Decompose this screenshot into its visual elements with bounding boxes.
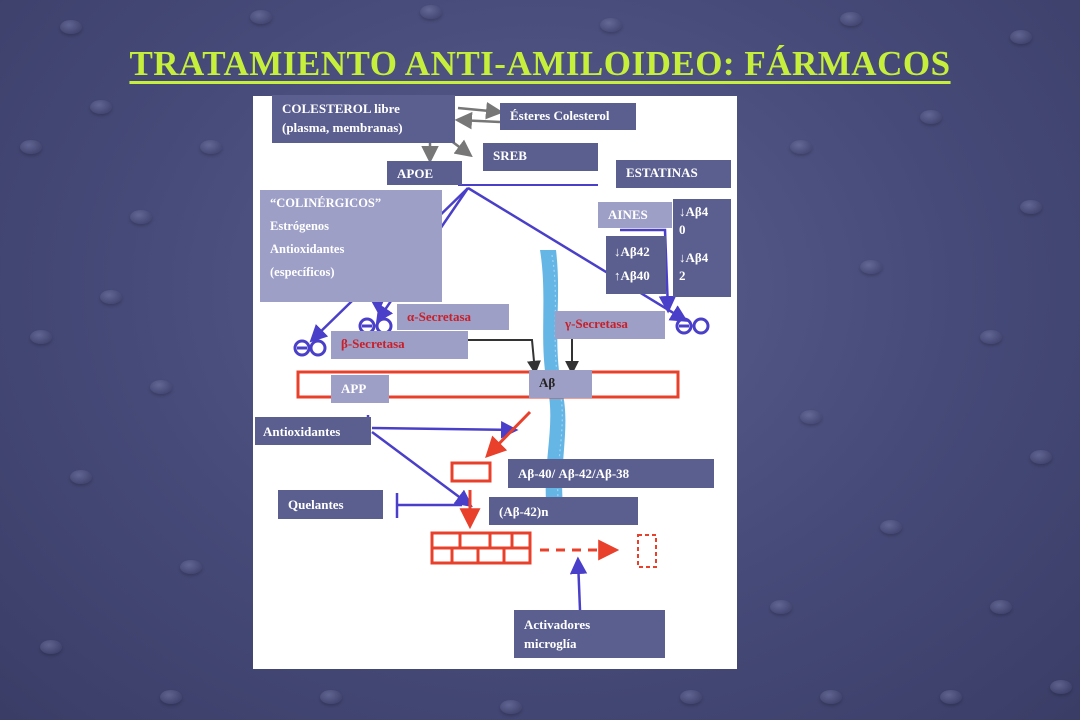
- ab42-down: ↓Aβ42: [614, 244, 650, 259]
- abeta-box: Aβ: [529, 370, 592, 398]
- beta-secretasa-box: β-Secretasa: [331, 331, 468, 359]
- app-protein: [296, 370, 680, 399]
- app-box: APP: [331, 375, 389, 403]
- sreb-box: SREB: [483, 143, 598, 171]
- apoe-box: APOE: [387, 161, 462, 185]
- abeta-aggregation: [430, 410, 657, 568]
- colesterol-box: COLESTEROL libre (plasma, membranas): [272, 95, 455, 143]
- gamma-secretasa-box: γ-Secretasa: [555, 311, 665, 339]
- ab42-ab40-box: ↓Aβ42 ↑Aβ40: [606, 236, 666, 294]
- ab42-down-b: 2: [679, 268, 686, 283]
- ab42-down-a: ↓Aβ4: [679, 250, 709, 265]
- antioxidantes-box: Antioxidantes: [255, 417, 371, 445]
- activadores-box: Activadores microglía: [514, 610, 665, 658]
- ab40-down-b: 0: [679, 222, 686, 237]
- quelantes-box: Quelantes: [278, 490, 383, 519]
- esteres-box: Ésteres Colesterol: [500, 103, 636, 130]
- abeta42n-box: (Aβ-42)n: [489, 497, 638, 525]
- estatinas-box: ESTATINAS: [616, 160, 731, 188]
- ab40-down-a: ↓Aβ4: [679, 204, 709, 219]
- abeta-forms-box: Aβ-40/ Aβ-42/Aβ-38: [508, 459, 714, 488]
- colinergicos-label: “COLINÉRGICOS”: [270, 196, 382, 210]
- estrogenos-label: Estrógenos: [270, 219, 330, 233]
- colesterol-label-1: COLESTEROL libre: [282, 101, 400, 116]
- activadores-label-1: Activadores: [524, 617, 591, 632]
- alpha-secretasa-box: α-Secretasa: [397, 304, 509, 330]
- colesterol-label-2: (plasma, membranas): [282, 120, 403, 135]
- inhibitor-symbols: [293, 317, 710, 357]
- ab40-up: ↑Aβ40: [614, 268, 650, 283]
- aines-box: AINES: [598, 202, 672, 228]
- abeta-effect-box: ↓Aβ4 0 ↓Aβ4 2: [673, 199, 731, 297]
- slide-title: TRATAMIENTO ANTI-AMILOIDEO: FÁRMACOS: [129, 44, 951, 83]
- colinergicos-box: “COLINÉRGICOS” Estrógenos Antioxidantes …: [260, 190, 442, 302]
- antioxidantes-list-label: Antioxidantes: [270, 242, 345, 256]
- especificos-label: (específicos): [270, 265, 335, 279]
- activadores-label-2: microglía: [524, 636, 577, 651]
